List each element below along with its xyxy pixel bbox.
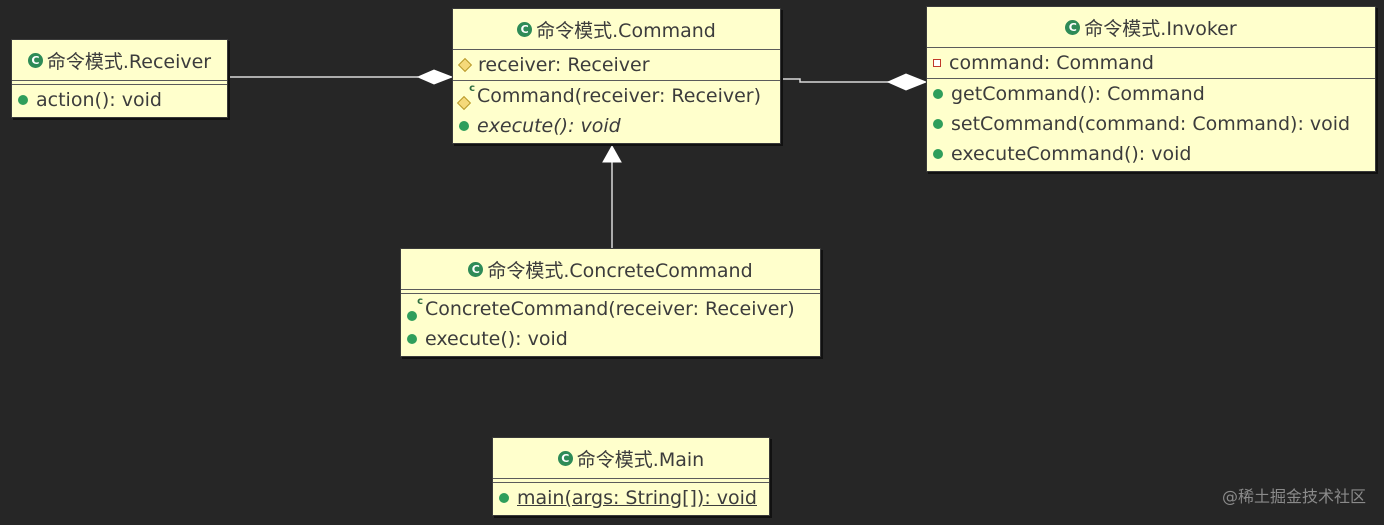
method-signature: Command(receiver: Receiver) bbox=[477, 85, 762, 107]
aggregation-diamond-invoker bbox=[886, 73, 928, 91]
field-row[interactable]: command: Command bbox=[927, 48, 1375, 78]
constructor-icon: c bbox=[407, 296, 423, 321]
method-row[interactable]: execute(): void bbox=[453, 111, 780, 141]
method-row[interactable]: getCommand(): Command bbox=[927, 79, 1375, 109]
class-icon: C bbox=[517, 21, 533, 37]
attributes-section: command: Command bbox=[927, 48, 1375, 79]
class-icon: C bbox=[468, 261, 484, 277]
method-row[interactable]: main(args: String[]): void bbox=[493, 483, 769, 513]
method-signature: main(args: String[]): void bbox=[517, 487, 757, 509]
method-row[interactable]: c ConcreteCommand(receiver: Receiver) bbox=[401, 294, 820, 324]
attributes-section bbox=[401, 290, 820, 294]
watermark: @稀土掘金技术社区 bbox=[1221, 487, 1366, 506]
method-row[interactable]: execute(): void bbox=[401, 324, 820, 354]
method-row[interactable]: setCommand(command: Command): void bbox=[927, 109, 1375, 139]
method-signature: action(): void bbox=[36, 89, 162, 111]
method-signature: ConcreteCommand(receiver: Receiver) bbox=[425, 298, 795, 320]
class-receiver-header: C 命令模式.Receiver bbox=[12, 40, 227, 81]
public-method-icon bbox=[18, 95, 28, 105]
class-concrete-command-header: C 命令模式.ConcreteCommand bbox=[401, 249, 820, 290]
aggregation-line-command bbox=[780, 78, 890, 83]
class-command[interactable]: C 命令模式.Command receiver: Receiver c Comm… bbox=[452, 8, 781, 144]
field-row[interactable]: receiver: Receiver bbox=[453, 50, 780, 80]
class-title: 命令模式.ConcreteCommand bbox=[487, 259, 753, 282]
public-method-icon bbox=[407, 334, 417, 344]
methods-section: getCommand(): Command setCommand(command… bbox=[927, 79, 1375, 171]
class-title: 命令模式.Main bbox=[576, 448, 705, 471]
public-method-icon bbox=[459, 121, 469, 131]
methods-section: c Command(receiver: Receiver) execute():… bbox=[453, 81, 780, 143]
class-main-header: C 命令模式.Main bbox=[493, 438, 769, 479]
public-method-icon bbox=[933, 149, 943, 159]
class-title: 命令模式.Invoker bbox=[1084, 17, 1237, 40]
generalization-arrowhead bbox=[602, 144, 622, 163]
field-signature: receiver: Receiver bbox=[478, 54, 650, 76]
method-signature: executeCommand(): void bbox=[951, 143, 1192, 165]
class-icon: C bbox=[557, 450, 573, 466]
class-command-header: C 命令模式.Command bbox=[453, 9, 780, 50]
public-method-icon bbox=[933, 119, 943, 129]
class-invoker-header: C 命令模式.Invoker bbox=[927, 7, 1375, 48]
method-row[interactable]: c Command(receiver: Receiver) bbox=[453, 81, 780, 111]
methods-section: c ConcreteCommand(receiver: Receiver) ex… bbox=[401, 294, 820, 356]
methods-section: action(): void bbox=[12, 85, 227, 117]
public-method-icon bbox=[933, 89, 943, 99]
class-icon: C bbox=[1065, 19, 1081, 35]
method-row[interactable]: action(): void bbox=[12, 85, 227, 115]
public-method-icon bbox=[499, 493, 509, 503]
class-title: 命令模式.Command bbox=[536, 19, 716, 42]
class-invoker[interactable]: C 命令模式.Invoker command: Command getComma… bbox=[926, 6, 1376, 172]
method-row[interactable]: executeCommand(): void bbox=[927, 139, 1375, 169]
private-field-icon bbox=[933, 59, 941, 67]
methods-section: main(args: String[]): void bbox=[493, 483, 769, 515]
method-signature: getCommand(): Command bbox=[951, 83, 1205, 105]
aggregation-diamond-command bbox=[416, 69, 454, 85]
class-title: 命令模式.Receiver bbox=[46, 50, 212, 73]
method-signature: execute(): void bbox=[425, 328, 568, 350]
class-main[interactable]: C 命令模式.Main main(args: String[]): void bbox=[492, 437, 770, 516]
method-signature: setCommand(command: Command): void bbox=[951, 113, 1351, 135]
field-signature: command: Command bbox=[949, 52, 1154, 74]
method-signature: execute(): void bbox=[477, 115, 621, 137]
protected-field-icon bbox=[457, 57, 473, 73]
attributes-section bbox=[12, 81, 227, 85]
constructor-icon: c bbox=[456, 83, 475, 111]
attributes-section bbox=[493, 479, 769, 483]
attributes-section: receiver: Receiver bbox=[453, 50, 780, 81]
class-icon: C bbox=[27, 52, 43, 68]
class-concrete-command[interactable]: C 命令模式.ConcreteCommand c ConcreteCommand… bbox=[400, 248, 821, 357]
class-receiver[interactable]: C 命令模式.Receiver action(): void bbox=[11, 39, 228, 118]
